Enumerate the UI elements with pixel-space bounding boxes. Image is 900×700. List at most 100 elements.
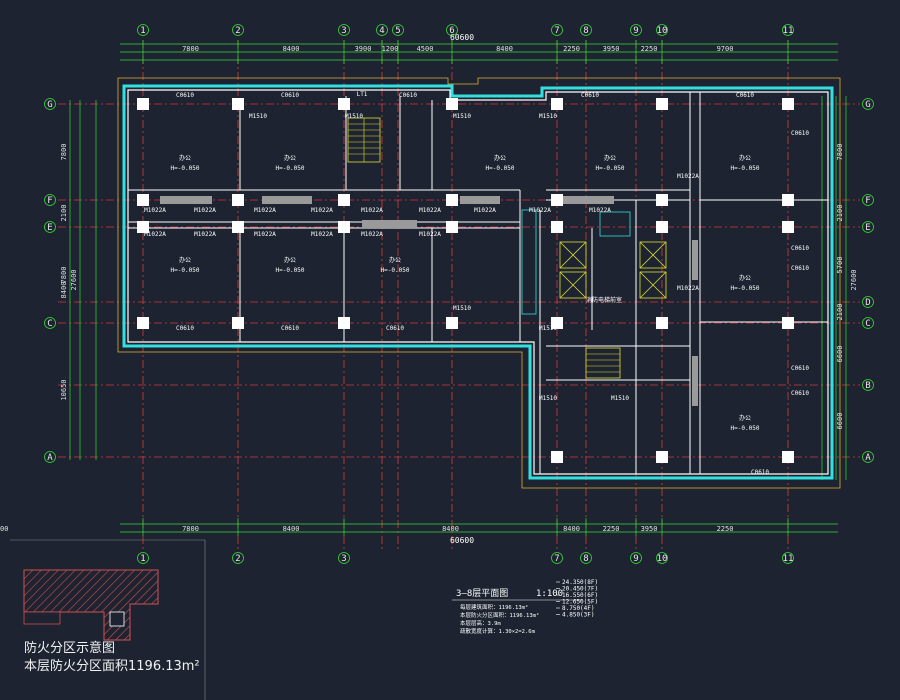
elevation-0: 24.350(8F) — [562, 579, 598, 586]
svg-text:3: 3 — [341, 26, 346, 36]
door-label-7: M1022A — [529, 207, 551, 214]
axis-bottom-10: 10 — [656, 552, 668, 564]
window-label-3: C0610 — [581, 92, 599, 99]
dim-bay-top-2: 3900 — [355, 45, 372, 53]
window-label-5: C0610 — [176, 325, 194, 332]
fire-zone-legend: 防火分区示意图 本层防火分区面积1196.13m² — [10, 539, 206, 700]
title-note-1: 每层建筑面积：1196.13m² — [460, 603, 528, 611]
dim-right-0: 7800 — [836, 144, 844, 161]
fire-door-label-7: M1510 — [611, 395, 629, 402]
axis-left-G: G — [44, 98, 56, 110]
axis-bottom-9: 9 — [630, 552, 642, 564]
door-label-14: M1022A — [419, 231, 441, 238]
axis-top-9: 9 — [630, 24, 642, 36]
svg-text:9: 9 — [633, 26, 638, 36]
svg-text:2: 2 — [235, 26, 240, 36]
room-office-8: 办公 — [739, 274, 751, 282]
door-label-4: M1022A — [361, 207, 383, 214]
door-label-6: M1022A — [474, 207, 496, 214]
dim-bay-bottom-4: 2250 — [603, 525, 620, 533]
axis-left-C: C — [44, 317, 56, 329]
dim-bay-top-5: 8400 — [496, 45, 513, 53]
dim-right-2: 5700 — [836, 257, 844, 274]
room-office-9: 办公 — [739, 414, 751, 422]
room-elevation-6: H=-0.050 — [381, 267, 410, 274]
axis-top-10: 10 — [656, 24, 668, 36]
axis-left-A: A — [44, 451, 56, 463]
door-label-15: M1022A — [677, 173, 699, 180]
dim-bay-bottom-5: 3950 — [641, 525, 658, 533]
svg-text:9: 9 — [633, 554, 638, 564]
room-elevation-7: H=-0.050 — [731, 165, 760, 172]
window-label-13: C0610 — [751, 469, 769, 476]
axis-bottom-7: 7 — [551, 552, 563, 564]
axis-top-1: 1 — [137, 24, 149, 36]
axis-bottom-1: 1 — [137, 552, 149, 564]
svg-text:1: 1 — [140, 554, 145, 564]
window-label-9: C0610 — [791, 245, 809, 252]
room-elevation-0: H=-0.050 — [171, 165, 200, 172]
svg-text:A: A — [865, 453, 871, 463]
elevation-3: 12.650(5F) — [562, 599, 598, 606]
window-label-0: C0610 — [176, 92, 194, 99]
svg-text:8: 8 — [583, 26, 588, 36]
axis-right-G: G — [862, 98, 874, 110]
dim-bay-bottom-0: 7800 — [182, 525, 199, 533]
room-elevation-1: H=-0.050 — [276, 165, 305, 172]
axis-top-4: 4 — [376, 24, 388, 36]
window-label-2: C0610 — [399, 92, 417, 99]
fire-zone-shape — [23, 569, 159, 641]
dim-right-5: 6600 — [836, 413, 844, 430]
building-outline — [117, 77, 841, 489]
axis-top-6: 6 — [446, 24, 458, 36]
axis-right-C: C — [862, 317, 874, 329]
svg-text:3: 3 — [341, 554, 346, 564]
dim-bay-top-6: 2250 — [563, 45, 580, 53]
svg-text:C: C — [47, 319, 52, 329]
dim-bay-bottom-1: 8400 — [283, 525, 300, 533]
svg-text:F: F — [47, 196, 52, 206]
dim-left-2: 7800 — [60, 267, 68, 284]
svg-text:G: G — [865, 100, 870, 110]
axis-top-3: 3 — [338, 24, 350, 36]
door-label-9: M1022A — [144, 231, 166, 238]
door-label-12: M1022A — [311, 231, 333, 238]
svg-text:1: 1 — [140, 26, 145, 36]
svg-text:E: E — [47, 223, 52, 233]
dim-bay-bottom-2: 8400 — [442, 525, 459, 533]
svg-text:8: 8 — [583, 554, 588, 564]
axis-right-D: D — [862, 296, 874, 308]
room-elevation-2: H=-0.050 — [486, 165, 515, 172]
door-label-3: M1022A — [311, 207, 333, 214]
axis-top-5: 5 — [392, 24, 404, 36]
door-label-11: M1022A — [254, 231, 276, 238]
room-office-0: 办公 — [179, 154, 191, 162]
fire-door-label-5: M1510 — [539, 325, 557, 332]
svg-text:11: 11 — [783, 26, 794, 36]
dim-right-4: 6600 — [836, 346, 844, 363]
room-office-7: 办公 — [739, 154, 751, 162]
dim-right-1: 2100 — [836, 205, 844, 222]
elevation-5: 4.850(3F) — [562, 612, 595, 619]
axis-right-A: A — [862, 451, 874, 463]
interior-walls — [128, 92, 828, 474]
axis-bottom-8: 8 — [580, 552, 592, 564]
axis-right-F: F — [862, 194, 874, 206]
room-labels: 办公 H=-0.050 办公 H=-0.050 办公 H=-0.050 办公 H=-0.050… — [144, 91, 809, 476]
axis-top-8: 8 — [580, 24, 592, 36]
svg-text:E: E — [865, 223, 870, 233]
dim-bay-top-4: 4500 — [417, 45, 434, 53]
drawing-title: 3—8层平面图 — [456, 588, 508, 599]
dim-bay-bottom-3: 8400 — [563, 525, 580, 533]
svg-text:D: D — [865, 298, 870, 308]
dim-right-6: 27600 — [850, 269, 858, 290]
axis-left-E: E — [44, 221, 56, 233]
fire-door-label-1: M1510 — [345, 113, 363, 120]
door-label-16: M1022A — [677, 285, 699, 292]
room-office-6: 办公 — [389, 256, 401, 264]
dim-bay-top-3: 1200 — [382, 45, 399, 53]
fire-door-label-0: M1510 — [249, 113, 267, 120]
room-office-2: 办公 — [494, 154, 506, 162]
window-label-4: C0610 — [736, 92, 754, 99]
title-note-3: 本层层高：3.9m — [460, 619, 501, 627]
